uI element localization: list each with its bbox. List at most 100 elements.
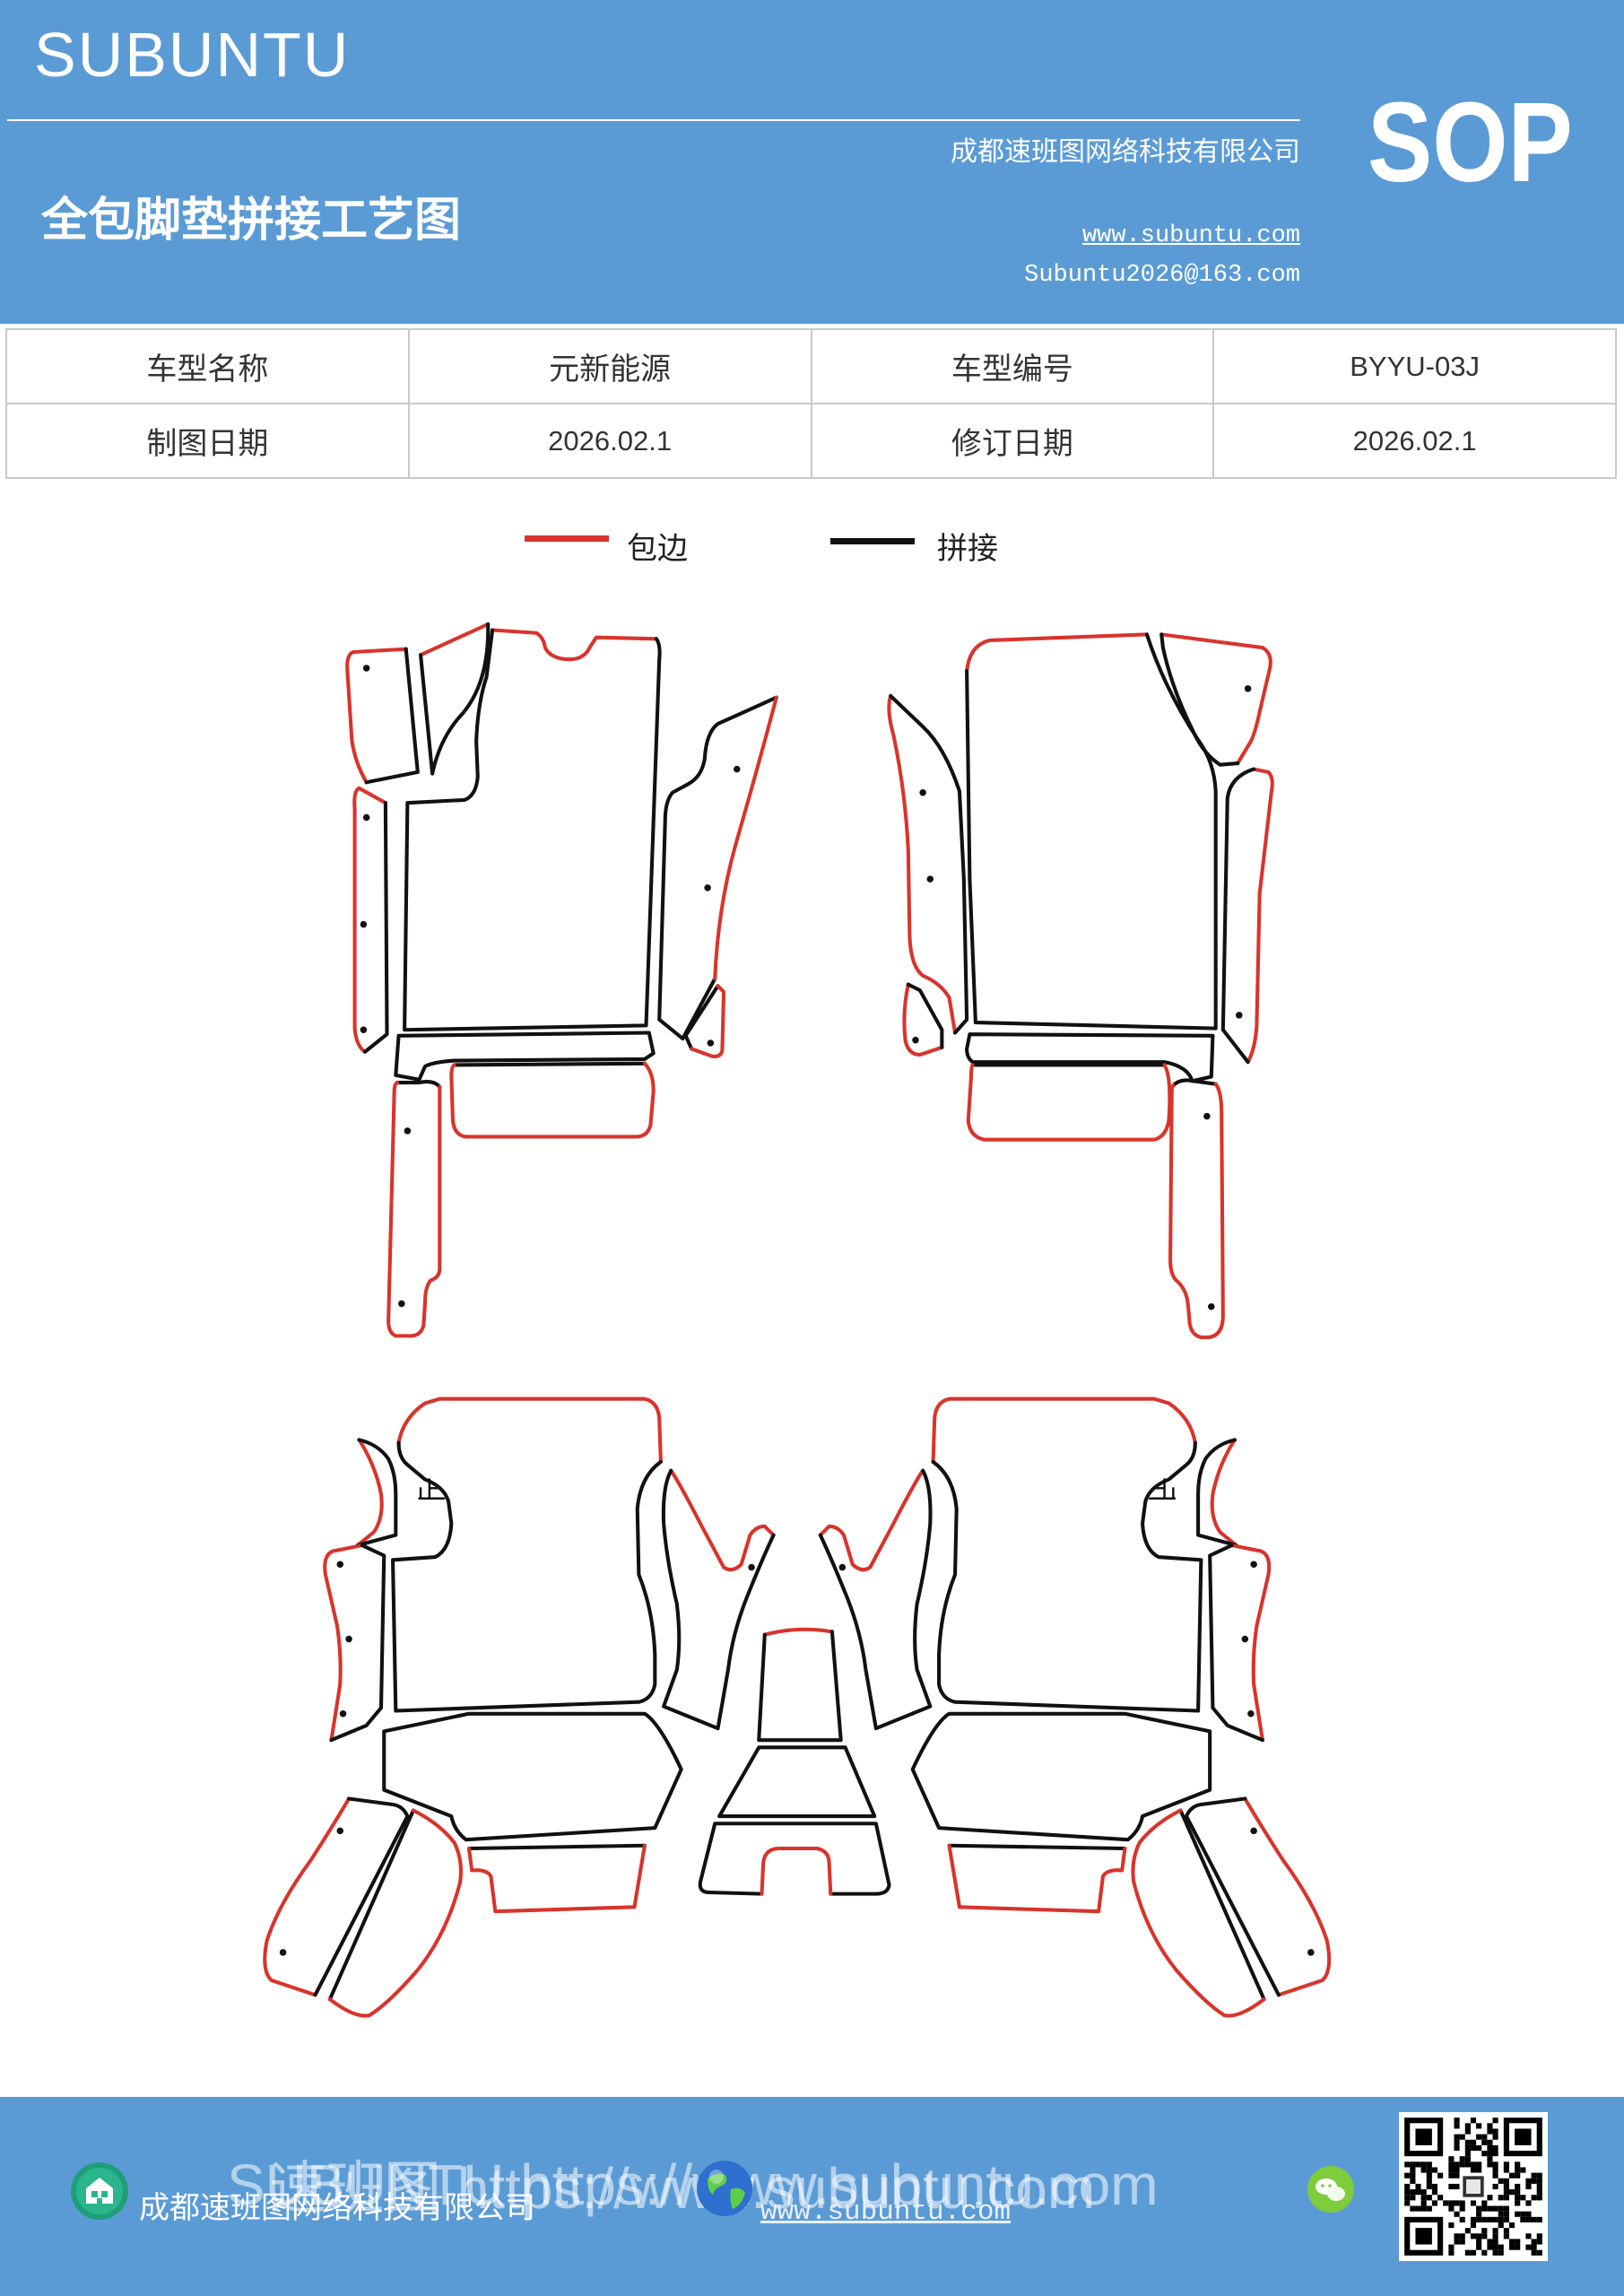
qr-module — [1536, 2189, 1542, 2196]
qr-module — [1520, 2216, 1526, 2222]
qr-module — [1454, 2200, 1460, 2206]
rear-left-mat-set — [263, 1396, 776, 2018]
rear-right-side-strip-mark — [1250, 1561, 1257, 1568]
qr-module — [1498, 2205, 1504, 2212]
qr-module — [1454, 2144, 1460, 2152]
rear-left-side-strip-mark — [339, 1710, 347, 1718]
front-right-tunnel-piece-mark — [926, 875, 934, 883]
front-left-sill-strip-mark — [398, 1300, 405, 1308]
rear-right-mat-set — [818, 1396, 1332, 2018]
qr-module — [1498, 2178, 1504, 2184]
qr-module — [1470, 2139, 1477, 2145]
front-right-outer-pad-seam-edge — [1159, 632, 1240, 767]
header-band: SUBUNTU 成都速班图网络科技有限公司 SOP 全包脚垫拼接工艺图 www.… — [0, 0, 1624, 324]
qr-module — [1481, 2249, 1488, 2256]
rear-left-heel-pad-seam-edge — [466, 1843, 647, 1851]
front-right-outer-pad-binding-edge — [1159, 632, 1272, 766]
qr-module — [1481, 2134, 1488, 2140]
rear-left-heel-pad-binding-edge — [466, 1843, 647, 1914]
rear-right-side-strip-mark — [1247, 1710, 1255, 1718]
qr-module — [1454, 2172, 1460, 2179]
footer-website-link[interactable]: www.subuntu.com — [760, 2196, 1012, 2228]
legend-binding-swatch — [525, 535, 609, 542]
qr-module — [1531, 2216, 1537, 2222]
qr-module — [1464, 2128, 1471, 2135]
qr-module — [1420, 2167, 1427, 2173]
qr-module — [1520, 2211, 1526, 2217]
front-right-main-mat-binding-edge — [965, 632, 1149, 674]
qr-module — [1487, 2216, 1493, 2222]
front-right-side-strip-mark — [1236, 1012, 1243, 1019]
front-left-outer-pad-mark — [362, 665, 370, 672]
qr-module — [1415, 2228, 1432, 2245]
qr-module — [1426, 2183, 1432, 2190]
qr-module — [1531, 2244, 1537, 2250]
qr-module — [1404, 2195, 1411, 2201]
qr-module — [1508, 2172, 1515, 2179]
qr-module — [1515, 2183, 1521, 2190]
qr-module — [1476, 2239, 1482, 2245]
qr-module — [1459, 2216, 1465, 2222]
qr-module — [1492, 2151, 1498, 2157]
front-right-outer-pad-mark — [1244, 685, 1252, 692]
rear-left-corner-piece-mark — [279, 1949, 287, 1956]
qr-module — [1410, 2161, 1416, 2168]
center-lower-piece-seam-edge — [698, 1822, 891, 1896]
qr-module — [1481, 2233, 1488, 2239]
rear-right-wheel-arch-piece-binding-edge — [1131, 1808, 1266, 2018]
rear-left-corner-piece-mark — [336, 1827, 344, 1835]
qr-module — [1464, 2151, 1471, 2157]
qr-module — [1420, 2200, 1427, 2206]
legend-seam-swatch — [830, 538, 915, 544]
qr-module — [1536, 2195, 1542, 2201]
rear-left-upper-pad-binding-edge — [355, 1438, 384, 1548]
qr-module — [1459, 2156, 1465, 2162]
wechat-icon[interactable] — [1307, 2165, 1355, 2213]
qr-module — [1503, 2167, 1509, 2173]
qr-code[interactable] — [1399, 2112, 1548, 2261]
qr-module — [1487, 2144, 1493, 2152]
front-left-mat-set — [345, 622, 778, 1338]
qr-module — [1487, 2123, 1493, 2129]
qr-module — [1492, 2233, 1498, 2239]
front-left-side-strip-mark — [360, 920, 368, 928]
qr-module — [1536, 2183, 1542, 2190]
qr-module — [1515, 2161, 1521, 2168]
qr-module — [1515, 2239, 1521, 2245]
rear-right-tunnel-piece-seam-edge — [818, 1468, 933, 1731]
qr-module — [1492, 2118, 1498, 2124]
qr-module — [1404, 2172, 1411, 2179]
qr-module — [1470, 2233, 1477, 2239]
qr-module — [1503, 2189, 1509, 2196]
website-link[interactable]: www.subuntu.com — [1081, 222, 1300, 249]
qr-module — [1492, 2205, 1498, 2212]
qr-module — [1420, 2161, 1427, 2168]
qr-module — [1410, 2205, 1416, 2212]
building-icon — [71, 2162, 128, 2220]
page-title: 全包脚垫拼接工艺图 — [41, 194, 462, 248]
qr-module — [1492, 2144, 1498, 2152]
qr-module — [1454, 2118, 1460, 2124]
qr-module — [1515, 2172, 1521, 2179]
center-lower-piece-binding-edge — [760, 1846, 833, 1896]
rear-left-upper-pad-seam-edge — [355, 1438, 398, 1548]
qr-module — [1454, 2233, 1460, 2239]
qr-module — [1410, 2172, 1416, 2179]
rear-right-wheel-arch-piece-seam-edge — [1178, 1808, 1266, 2002]
qr-module — [1454, 2239, 1460, 2245]
legend-binding-label: 包边 — [627, 531, 688, 567]
qr-module — [1525, 2216, 1532, 2222]
qr-module — [1536, 2233, 1542, 2239]
front-left-sill-strip-mark — [404, 1127, 412, 1135]
qr-module — [1508, 2189, 1515, 2196]
draw-date-value: 2026.02.1 — [407, 403, 812, 479]
qr-module — [1492, 2183, 1498, 2190]
front-left-heel-pad-seam-edge — [452, 1061, 647, 1067]
qr-module — [1481, 2205, 1488, 2212]
qr-module — [1515, 2200, 1521, 2206]
qr-module — [1476, 2216, 1482, 2222]
qr-module — [1426, 2178, 1432, 2184]
revision-date-value: 2026.02.1 — [1212, 403, 1617, 479]
qr-module — [1470, 2161, 1477, 2168]
contact-email[interactable]: Subuntu2026@163.com — [1024, 262, 1300, 289]
